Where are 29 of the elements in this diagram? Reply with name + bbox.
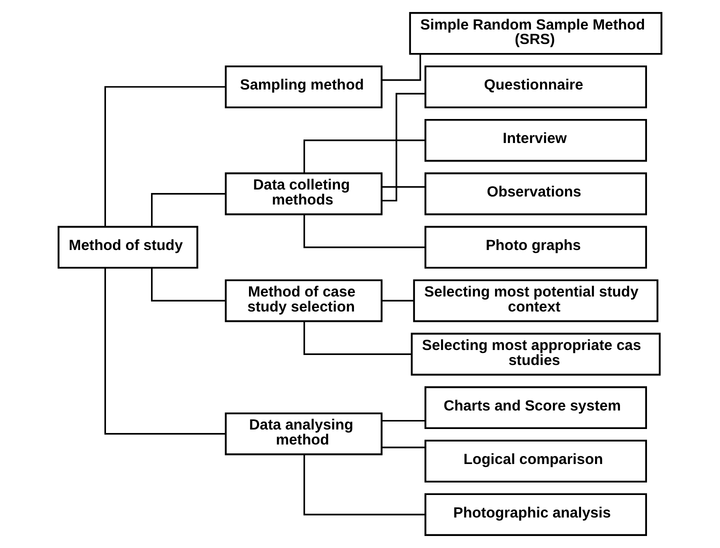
node-box: Charts and Score system [424,386,647,430]
node-box: Method of case study selection [224,279,383,322]
node-box: Data analysing method [224,412,383,456]
connector [382,300,414,302]
node-box: Selecting most appropriate cas studies [410,332,661,376]
node-box: Photo graphs [424,226,647,269]
node-box: Data colleting methods [224,172,383,216]
node-box: Method of study [58,226,198,269]
connector [303,321,412,355]
node-box: Selecting most potential study context [413,279,658,322]
node-box: Questionnaire [424,66,647,108]
connector [303,214,426,248]
connector [303,140,426,174]
connector [151,193,226,227]
connector [382,92,426,202]
node-box: Logical comparison [424,440,647,483]
node-box: Simple Random Sample Method (SRS) [409,12,662,55]
node-box: Interview [424,118,647,162]
connector [104,86,226,227]
connector [382,420,426,422]
node-box: Sampling method [224,66,383,108]
connector [382,446,426,448]
connector [382,54,422,81]
node-box: Photographic analysis [424,493,647,536]
connector [104,268,226,435]
connector [303,454,426,516]
node-box: Observations [424,172,647,216]
connector [151,268,226,302]
connector [382,186,426,188]
